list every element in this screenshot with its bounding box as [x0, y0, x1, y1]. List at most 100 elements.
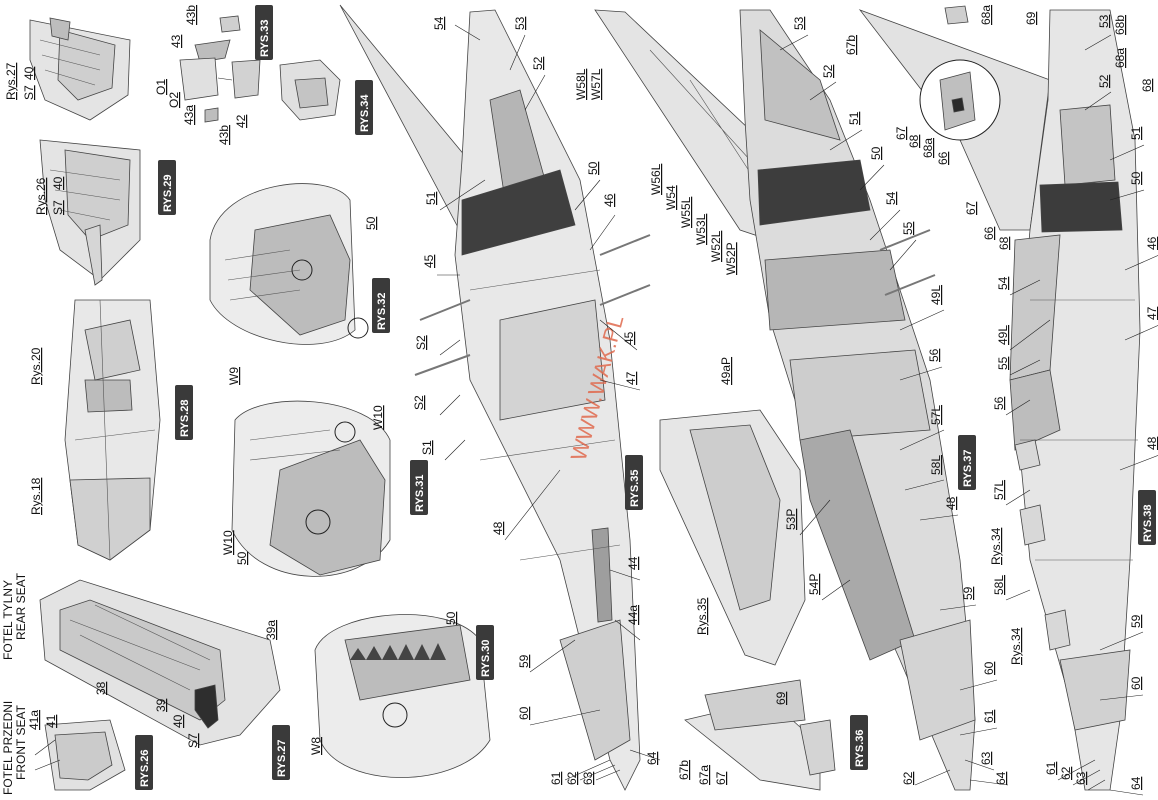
label-62: 62 [1059, 766, 1073, 780]
panel-rys37-fuselage [739, 9, 976, 791]
label-68b: 68b [1113, 15, 1127, 35]
panel-rys26-assembly [39, 139, 141, 286]
label-s2: S2 [414, 335, 428, 350]
badge-rys29: RYS.29 [158, 160, 176, 215]
ref-rys18: Rys.18 [29, 477, 43, 515]
label-58l: 58L [992, 575, 1006, 595]
badge-rys36-text: RYS.36 [854, 729, 866, 767]
label-63: 63 [979, 751, 993, 765]
label-50: 50 [1129, 171, 1143, 185]
panel-rys32-detail [209, 183, 369, 345]
label-45: 45 [422, 254, 436, 268]
label-o1: O1 [154, 79, 168, 95]
badge-rys26-text: RYS.26 [139, 749, 151, 787]
label-54: 54 [432, 16, 446, 30]
label-68: 68 [907, 134, 921, 148]
panel-rear-seat [39, 579, 281, 746]
label-49l: 49L [996, 325, 1010, 345]
label-47: 47 [1145, 306, 1158, 320]
ref-rys34-a: Rys.34 [989, 527, 1003, 565]
label-62: 62 [565, 771, 579, 785]
label-69: 69 [1024, 11, 1038, 25]
label-67b: 67b [677, 760, 691, 780]
badge-rys33-text: RYS.33 [259, 19, 271, 57]
label-w10: W10 [371, 405, 385, 430]
label-66: 66 [936, 151, 950, 165]
label-64: 64 [645, 751, 659, 765]
label-59: 59 [961, 586, 975, 600]
label-50: 50 [586, 161, 600, 175]
label-s1: S1 [420, 440, 434, 455]
ref-rys27: Rys.27 [4, 62, 18, 100]
label-40: 40 [51, 176, 65, 190]
label-60: 60 [1129, 676, 1143, 690]
label-38: 38 [94, 681, 108, 695]
panel-rys35-fuselage [339, 4, 651, 791]
label-54p: 54P [807, 574, 821, 595]
label-47: 47 [624, 371, 638, 385]
label-46: 46 [602, 193, 616, 207]
label-48: 48 [1145, 436, 1158, 450]
label-43a: 43a [182, 105, 196, 125]
badge-rys27: RYS.27 [272, 725, 290, 780]
label-41: 41 [44, 714, 58, 728]
label-43b: 43b [184, 5, 198, 25]
label-w52p: W52P [724, 242, 738, 275]
ref-rys35: Rys.35 [695, 597, 709, 635]
label-w56l: W56L [649, 163, 663, 195]
panel-rys30-detail [314, 614, 491, 778]
badge-rys28-text: RYS.28 [179, 399, 191, 437]
label-41a: 41a [27, 710, 41, 730]
label-51: 51 [1129, 126, 1143, 140]
panel-rys28-seat [64, 299, 161, 561]
label-67: 67 [714, 771, 728, 785]
label-52: 52 [531, 56, 545, 70]
label-68: 68 [1140, 78, 1154, 92]
label-42: 42 [234, 114, 248, 128]
label-w58l: W58L [574, 68, 588, 100]
label-53p: 53P [784, 509, 798, 530]
label-w10: W10 [221, 530, 235, 555]
badge-rys35: RYS.35 [625, 455, 643, 510]
badge-rys32-text: RYS.32 [376, 292, 388, 330]
badge-rys31-text: RYS.31 [414, 474, 426, 512]
label-43: 43 [169, 34, 183, 48]
badge-rys30-text: RYS.30 [480, 639, 492, 677]
label-54: 54 [996, 276, 1010, 290]
label-67: 67 [964, 201, 978, 215]
label-43b: 43b [217, 125, 231, 145]
badge-rys27-text: RYS.27 [276, 739, 288, 777]
label-61: 61 [982, 709, 996, 723]
label-52: 52 [1097, 74, 1111, 88]
label-53: 53 [1097, 14, 1111, 28]
label-67b: 67b [844, 35, 858, 55]
label-68a: 68a [1113, 48, 1127, 68]
label-60: 60 [517, 706, 531, 720]
label-68a: 68a [979, 5, 993, 25]
label-w54: W54 [664, 185, 678, 210]
label-63: 63 [581, 771, 595, 785]
label-56: 56 [927, 348, 941, 362]
label-s2: S2 [412, 395, 426, 410]
label-48: 48 [944, 496, 958, 510]
label-55: 55 [901, 221, 915, 235]
label-51: 51 [424, 191, 438, 205]
label-54: 54 [884, 191, 898, 205]
label-39a: 39a [264, 620, 278, 640]
label-62: 62 [901, 771, 915, 785]
label-40: 40 [171, 714, 185, 728]
label-64: 64 [1129, 776, 1143, 790]
badge-rys35-text: RYS.35 [629, 469, 641, 507]
ref-rys34-b: Rys.34 [1009, 627, 1023, 665]
panel-rys31-detail [231, 400, 391, 577]
badge-rys38-text: RYS.38 [1142, 504, 1154, 542]
label-53: 53 [792, 16, 806, 30]
badge-rys32: RYS.32 [372, 278, 390, 333]
label-61: 61 [549, 771, 563, 785]
caption-front-seat-en: FRONT SEAT [14, 704, 28, 780]
label-69: 69 [774, 691, 788, 705]
label-49l: 49L [929, 285, 943, 305]
panel-front-seat [34, 719, 126, 791]
label-67a: 67a [697, 765, 711, 785]
label-66: 66 [982, 226, 996, 240]
